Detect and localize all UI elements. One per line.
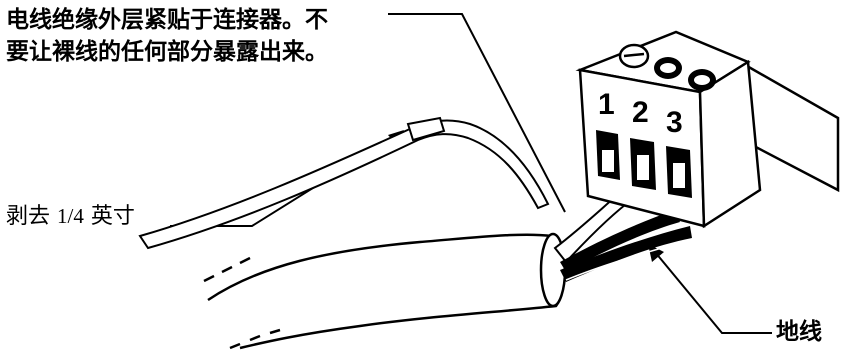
strip-prefix: 剥去 — [6, 204, 51, 229]
cable-jacket-dash-top — [203, 256, 251, 283]
cable-jacket-dash-bottom — [229, 328, 281, 350]
stripped-wire — [138, 119, 550, 250]
insulation-callout-line-1: 电线绝缘外层紧贴于连接器。不 — [6, 7, 328, 33]
conductor-2 — [560, 210, 680, 272]
strip-amount: 1/4 — [57, 204, 84, 228]
strip-suffix: 英寸 — [90, 204, 135, 229]
connector-right-face — [698, 59, 762, 229]
strip-leader-line — [170, 134, 399, 227]
bare-ground-strands — [565, 239, 691, 281]
ground-wire-callout: 地线 — [776, 319, 822, 345]
terminal-number-2: 2 — [632, 96, 649, 129]
stripped-wire-tip — [406, 116, 446, 142]
strip-length-callout: 剥去 1/4 英寸 — [6, 202, 135, 231]
terminal-block-connector — [575, 30, 840, 229]
terminal-number-3: 3 — [666, 106, 683, 139]
insulation-leader-line — [388, 13, 566, 213]
insulation-callout: 电线绝缘外层紧贴于连接器。不 要让裸线的任何部分暴露出来。 — [6, 4, 328, 68]
cable-jacket — [207, 233, 566, 350]
terminal-number-1: 1 — [598, 88, 615, 121]
conductor-3 — [560, 226, 692, 282]
ground-leader-arrowhead — [648, 244, 664, 262]
insulation-callout-line-2: 要让裸线的任何部分暴露出来。 — [6, 39, 328, 65]
ground-leader-line — [654, 251, 772, 334]
